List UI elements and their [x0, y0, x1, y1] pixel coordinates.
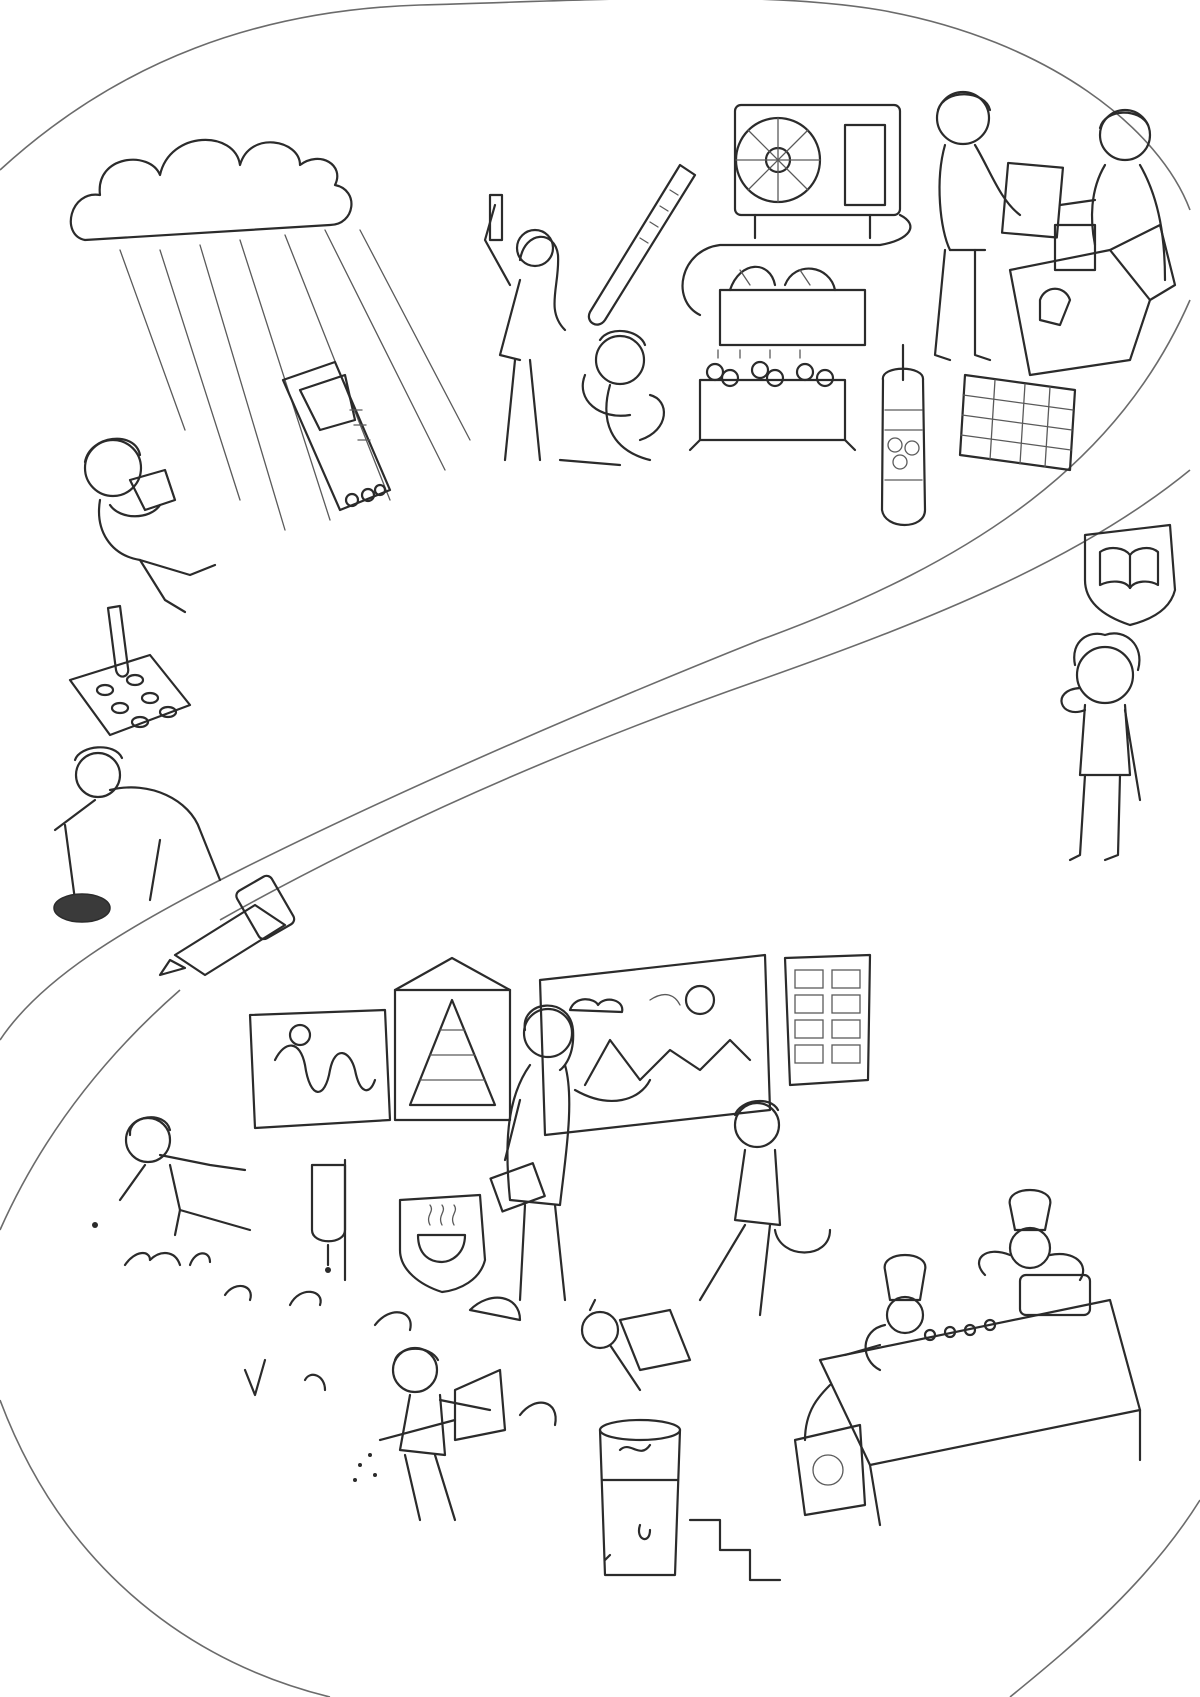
worm-poster: [248, 1008, 392, 1130]
worm-compost-bin-icon: [598, 1418, 782, 1582]
girl-with-clipboard: [83, 437, 217, 614]
man-right: [1058, 108, 1167, 282]
plant-sprouts: [123, 1252, 557, 1427]
water-cycle-poster: [538, 953, 772, 1137]
food-pyramid-poster: [393, 956, 512, 1122]
test-tube-icon: [68, 604, 192, 737]
planter-box-upper: [718, 265, 867, 347]
girl-measuring: [483, 193, 567, 462]
person-with-metal-detector: [53, 746, 222, 923]
calendar-poster: [783, 953, 872, 1087]
data-table-icon: [958, 373, 1077, 472]
boy-with-bowl: [698, 1099, 832, 1317]
thinking-child: [1060, 632, 1142, 862]
planter-box-lower: [688, 349, 857, 452]
child-watering-plants: [353, 1346, 507, 1522]
chef-right: [978, 1188, 1085, 1282]
woman-pouring-compost: [580, 1298, 692, 1392]
water-filter-bottle-icon: [880, 343, 927, 526]
rain-gauge-icon: [281, 360, 392, 512]
paper-sheet-icon: [1000, 161, 1065, 239]
teacher-with-clipboard: [489, 1004, 652, 1302]
book-shield-icon: [1083, 523, 1177, 627]
recycling-box-icon: [1008, 223, 1177, 377]
recycling-bag-icon: [793, 1383, 867, 1517]
man-left: [933, 90, 1022, 362]
chef-left: [864, 1253, 927, 1372]
rain-cloud-icon: [69, 138, 471, 531]
air-conditioner-icon: [681, 103, 912, 317]
telescope-icon: [158, 874, 296, 977]
thermometer-icon: [587, 163, 697, 326]
soup-bowl-shield-icon: [398, 1193, 487, 1294]
sitting-boy: [558, 329, 665, 467]
girl-planting-seeds: [92, 1116, 252, 1237]
drip-bottle-icon: [310, 1158, 347, 1282]
kitchen-table: [818, 1273, 1142, 1527]
